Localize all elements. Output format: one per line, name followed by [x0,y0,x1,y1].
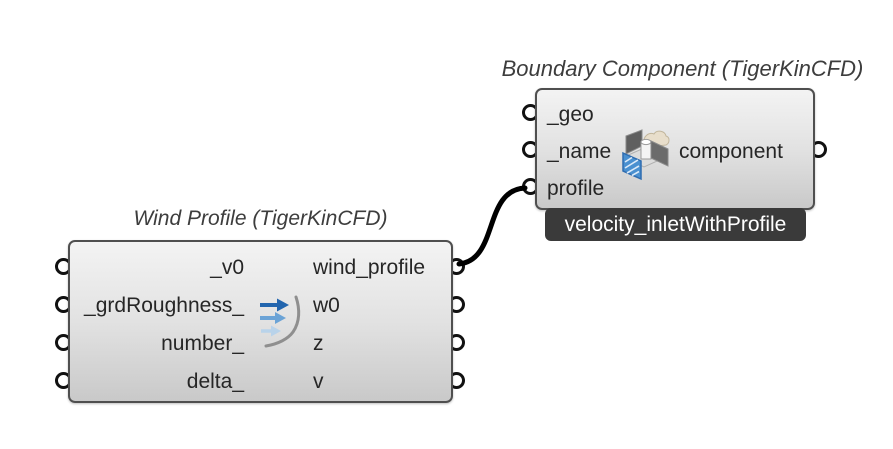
input-label-number: number_ [161,332,244,355]
boundary-component[interactable]: _geo _name profile component [535,88,815,210]
output-label-component: component [679,140,783,163]
input-label-geo: _geo [547,103,594,126]
wind-profile-arrows-icon [260,295,301,348]
input-label-v0: _v0 [210,256,244,279]
wind-profile-title: Wind Profile (TigerKinCFD) [133,207,388,230]
boundary-box-icon [622,129,670,181]
input-label-grdroughness: _grdRoughness_ [84,294,244,317]
boundary-component-title: Boundary Component (TigerKinCFD) [501,56,864,81]
output-label-wind-profile: wind_profile [313,256,426,279]
wire-windprofile-to-profile[interactable] [456,185,528,267]
output-label-w0: w0 [313,294,340,317]
input-label-name: _name [547,140,612,163]
component-nickname-badge: velocity_inletWithProfile [545,208,806,241]
input-label-delta: delta_ [186,370,244,393]
output-label-z: z [313,332,324,355]
output-label-v: v [313,370,324,393]
input-label-profile: profile [547,177,605,200]
wind-profile-component[interactable]: _v0 _grdRoughness_ number_ delta_ wind_p… [68,240,453,403]
